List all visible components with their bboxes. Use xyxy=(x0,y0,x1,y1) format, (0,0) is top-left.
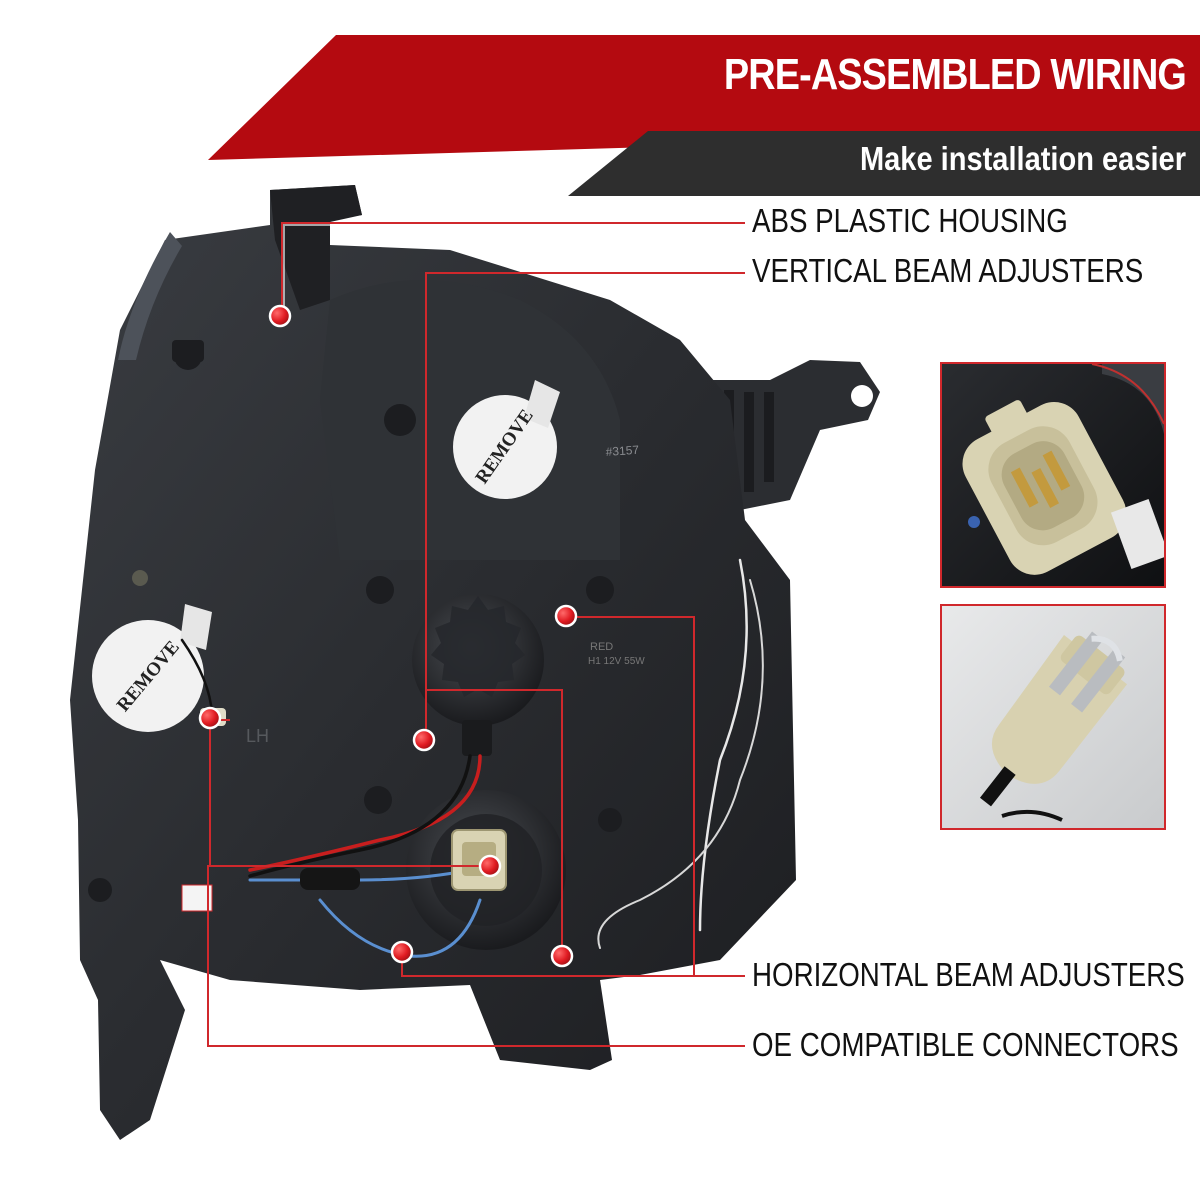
lamp-spec-marking: H1 12V 55W xyxy=(588,656,645,667)
callout-leader-lines xyxy=(207,222,745,1047)
marker-connector-main xyxy=(478,854,502,878)
callout-markers xyxy=(198,304,578,968)
marker-connector-side xyxy=(198,706,222,730)
callout-oe-compatible-connectors: OE COMPATIBLE CONNECTORS xyxy=(752,1026,1179,1063)
three-pin-connector-photo-icon xyxy=(942,364,1164,586)
subtitle-banner xyxy=(568,131,1200,196)
marker-vertical-adjuster-lower xyxy=(412,728,436,752)
marker-horizontal-adjuster-right xyxy=(550,944,574,968)
wiring-harness xyxy=(180,558,764,958)
title-banner xyxy=(208,35,1200,160)
callout-horizontal-beam-adjusters: HORIZONTAL BEAM ADJUSTERS xyxy=(752,956,1185,993)
callout-abs-plastic-housing: ABS PLASTIC HOUSING xyxy=(752,202,1068,239)
bulb-code-mark: #3157 xyxy=(605,443,640,459)
banner-subtitle: Make installation easier xyxy=(859,140,1186,177)
bulb-socket-closeup-thumbnail xyxy=(940,604,1166,830)
connector-closeup-thumbnail xyxy=(940,362,1166,588)
wedge-bulb-socket-photo-icon xyxy=(942,606,1164,828)
lamp-marking: RED xyxy=(590,641,613,653)
remove-sticker-lower: REMOVE xyxy=(92,604,212,732)
low-beam-dust-cap xyxy=(412,594,544,756)
side-marking: LH xyxy=(246,726,269,746)
marker-vertical-adjuster-upper xyxy=(554,604,578,628)
marker-housing xyxy=(268,304,292,328)
banner-title: PRE-ASSEMBLED WIRING xyxy=(723,50,1187,99)
remove-sticker-upper: REMOVE xyxy=(453,380,560,499)
callout-vertical-beam-adjusters: VERTICAL BEAM ADJUSTERS xyxy=(752,252,1144,289)
marker-horizontal-adjuster-left xyxy=(390,940,414,964)
